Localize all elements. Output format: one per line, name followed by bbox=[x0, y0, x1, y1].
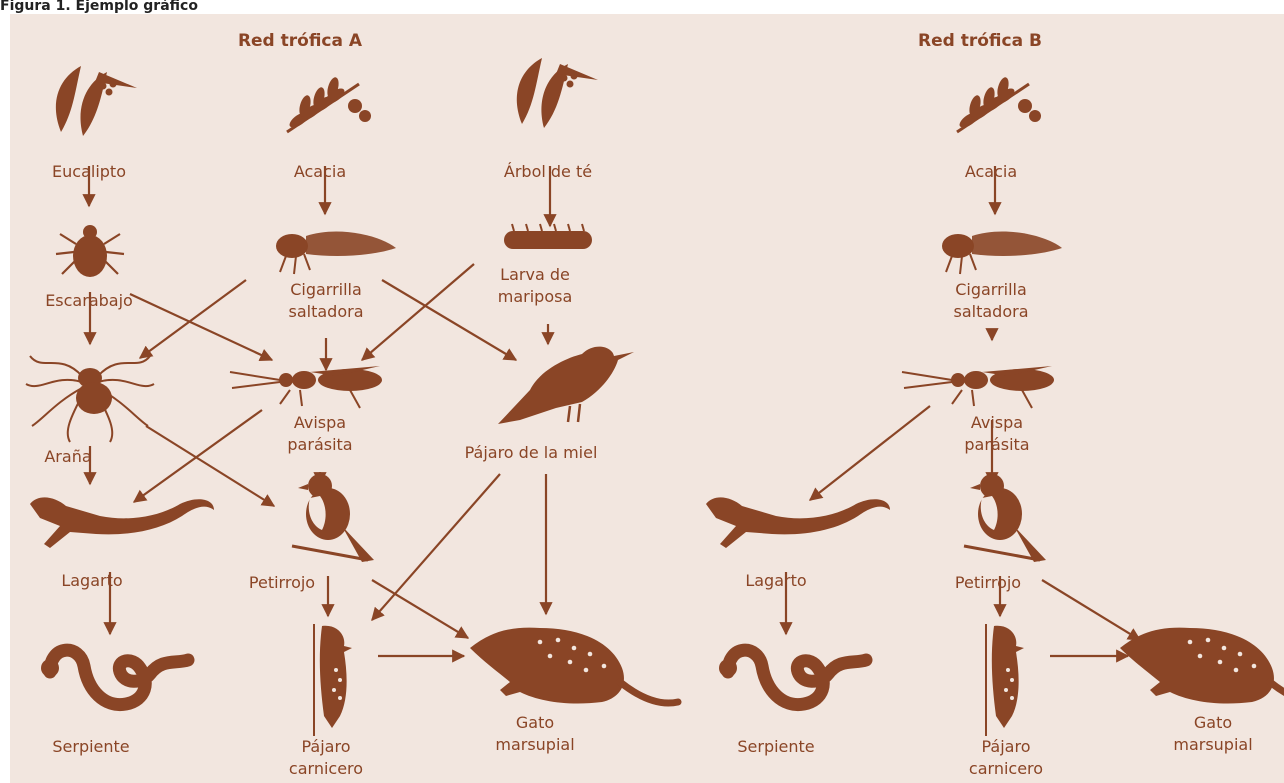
icon-web-b-acacia-icon bbox=[957, 76, 1041, 132]
title-web-b: Red trófica B bbox=[918, 30, 1042, 52]
arrow-web-a-larva-to-avispa bbox=[362, 264, 474, 360]
label-b-petirrojo: Petirrojo bbox=[955, 572, 1021, 594]
icon-web-b-avispa-icon bbox=[902, 366, 1054, 408]
arrow-web-a-petirrojo-to-gato bbox=[372, 580, 468, 638]
icon-web-a-carnicero-icon bbox=[314, 624, 352, 736]
label-a-eucalipto: Eucalipto bbox=[52, 161, 126, 183]
icon-web-a-avispa-icon bbox=[230, 366, 382, 408]
label-b-serpiente: Serpiente bbox=[737, 736, 814, 758]
label-b-avispa: Avispa parásita bbox=[964, 412, 1029, 456]
icon-web-a-petirrojo-icon bbox=[292, 474, 374, 562]
icon-web-a-lagarto-icon bbox=[30, 497, 214, 548]
label-a-escarabajo: Escarabajo bbox=[45, 290, 133, 312]
label-b-gato: Gato marsupial bbox=[1173, 712, 1252, 756]
label-b-lagarto: Lagarto bbox=[745, 570, 806, 592]
label-a-pajaro-miel: Pájaro de la miel bbox=[465, 442, 598, 464]
icon-web-a-gato-icon bbox=[470, 628, 678, 704]
arrow-web-a-cigarrilla-to-arana bbox=[140, 280, 246, 358]
label-a-arana: Araña bbox=[44, 446, 91, 468]
icon-web-b-lagarto-icon bbox=[706, 497, 890, 548]
icon-web-a-pajaro-miel-icon bbox=[498, 347, 634, 424]
label-a-petirrojo: Petirrojo bbox=[249, 572, 315, 594]
arrow-web-a-cigarrilla-to-pajaro-miel bbox=[382, 280, 516, 360]
icon-web-b-cigarrilla-icon bbox=[942, 232, 1062, 274]
icon-web-a-arana-icon bbox=[26, 356, 154, 442]
label-a-avispa: Avispa parásita bbox=[287, 412, 352, 456]
label-b-carnicero: Pájaro carnicero bbox=[969, 736, 1043, 780]
label-b-cigarrilla: Cigarrilla saltadora bbox=[954, 279, 1029, 323]
icon-web-a-cigarrilla-icon bbox=[276, 232, 396, 274]
arrow-web-a-avispa-to-lagarto bbox=[134, 410, 262, 502]
page-title: Figura 1. Ejemplo gráfico bbox=[0, 0, 198, 13]
label-a-lagarto: Lagarto bbox=[61, 570, 122, 592]
label-a-serpiente: Serpiente bbox=[52, 736, 129, 758]
food-web-canvas bbox=[10, 14, 1284, 783]
label-b-acacia: Acacia bbox=[965, 161, 1017, 183]
arrow-web-b-avispa-to-lagarto bbox=[810, 406, 930, 500]
icon-web-a-serpiente-icon bbox=[41, 650, 188, 704]
icon-web-b-carnicero-icon bbox=[986, 624, 1024, 736]
title-web-a: Red trófica A bbox=[238, 30, 362, 52]
icon-web-a-escarabajo-icon bbox=[56, 225, 124, 277]
icon-web-b-serpiente-icon bbox=[719, 650, 866, 704]
label-a-carnicero: Pájaro carnicero bbox=[289, 736, 363, 780]
label-a-gato: Gato marsupial bbox=[495, 712, 574, 756]
arrow-web-b-petirrojo-to-gato bbox=[1042, 580, 1140, 640]
label-a-acacia: Acacia bbox=[294, 161, 346, 183]
icon-web-a-arbol-te-icon bbox=[517, 58, 598, 128]
icon-web-b-gato-icon bbox=[1120, 628, 1284, 704]
label-a-cigarrilla: Cigarrilla saltadora bbox=[289, 279, 364, 323]
icon-web-a-acacia-icon bbox=[287, 76, 371, 132]
arrow-web-a-arana-to-petirrojo bbox=[146, 426, 274, 506]
food-web-panel: Red trófica A Red trófica B Eucalipto Ac… bbox=[10, 14, 1284, 783]
icon-web-a-larva-icon bbox=[504, 224, 592, 249]
arrow-web-a-pajaro-miel-to-carnicero bbox=[372, 474, 500, 620]
label-a-arbol-te: Árbol de té bbox=[504, 161, 592, 183]
icon-web-a-eucalipto-icon bbox=[56, 66, 137, 136]
label-a-larva: Larva de mariposa bbox=[498, 264, 573, 308]
icon-web-b-petirrojo-icon bbox=[964, 474, 1046, 562]
